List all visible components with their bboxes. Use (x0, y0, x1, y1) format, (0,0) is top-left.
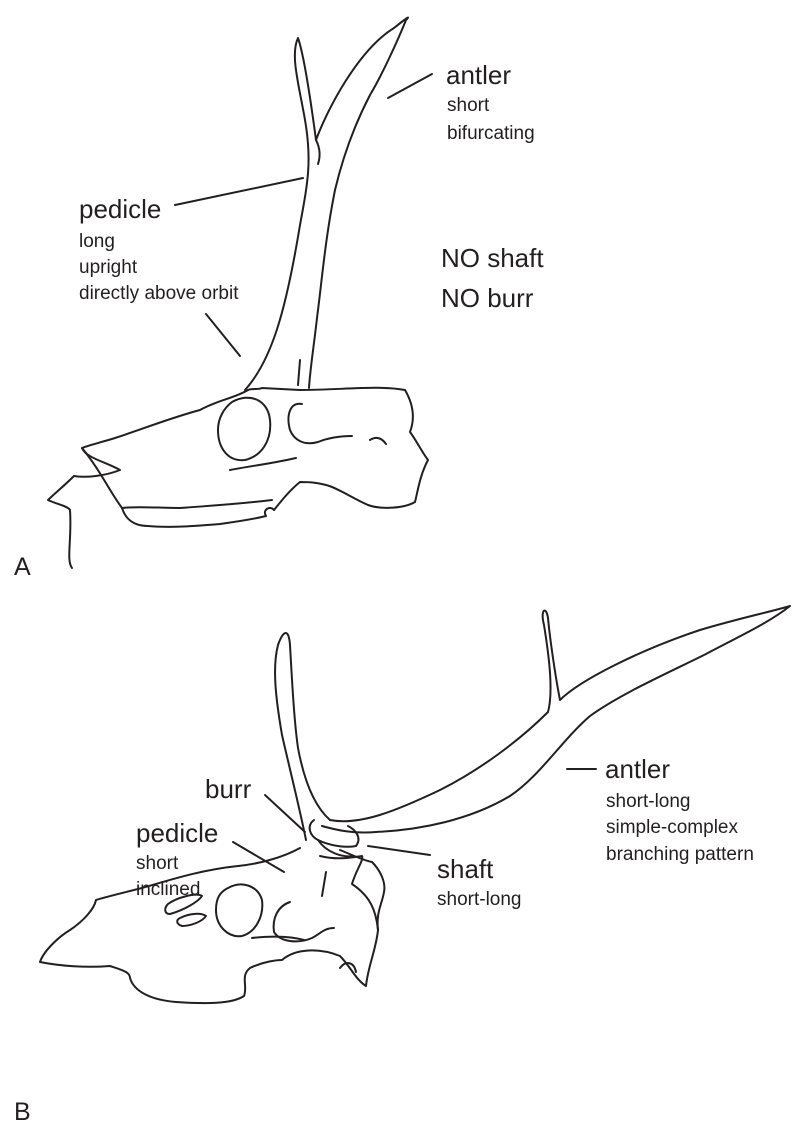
label-b-antler-detail-1: short-long (606, 792, 691, 811)
label-b-shaft-detail-1: short-long (437, 890, 522, 909)
leader-a-pedicle (175, 178, 303, 205)
leader-b-burr (265, 795, 305, 832)
label-a-antler-detail-1: short (447, 96, 489, 115)
label-b-shaft: shaft (437, 856, 493, 882)
label-b-antler-detail-2: simple-complex (606, 818, 738, 837)
label-b-pedicle-detail-1: short (136, 854, 178, 873)
label-a-no-shaft: NO shaft (441, 245, 544, 271)
leader-a-orbit (206, 314, 240, 356)
label-a-pedicle-detail-3: directly above orbit (79, 284, 238, 303)
label-a-antler: antler (446, 62, 511, 88)
leader-a-antler (388, 74, 432, 98)
label-b-antler: antler (605, 756, 670, 782)
label-a-pedicle-detail-2: upright (79, 258, 137, 277)
label-b-pedicle: pedicle (136, 820, 218, 846)
label-b-pedicle-detail-2: inclined (136, 880, 200, 899)
label-a-pedicle: pedicle (79, 196, 161, 222)
label-b-antler-detail-3: branching pattern (606, 845, 754, 864)
label-b-burr: burr (205, 776, 251, 802)
panel-a-letter: A (14, 555, 31, 580)
label-a-no-burr: NO burr (441, 285, 533, 311)
label-a-antler-detail-2: bifurcating (447, 124, 535, 143)
leader-b-shaft (368, 846, 430, 855)
leader-b-pedicle (233, 842, 284, 872)
label-a-pedicle-detail-1: long (79, 232, 115, 251)
panel-b-letter: B (14, 1100, 31, 1125)
